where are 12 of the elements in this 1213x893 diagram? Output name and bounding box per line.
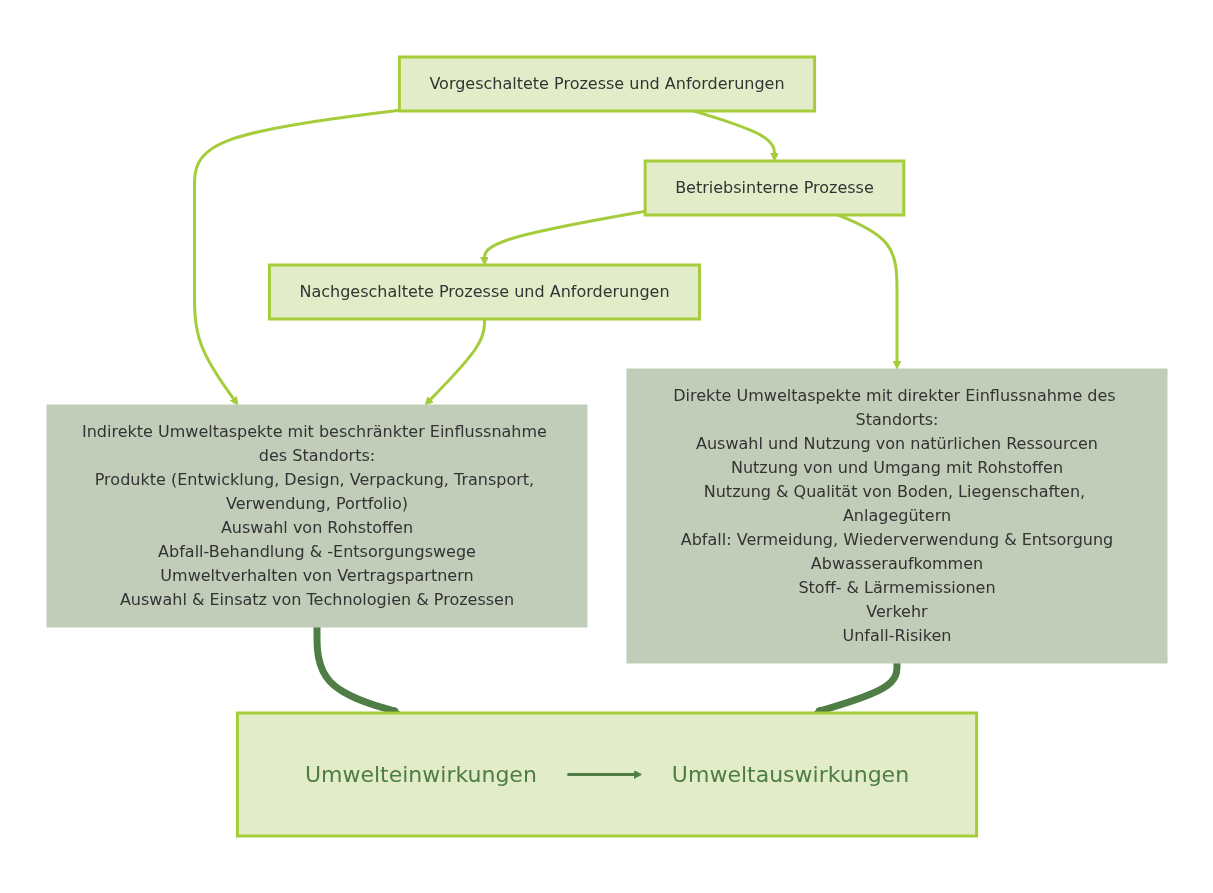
arrow (479, 209, 645, 266)
node-box: Betriebsinterne Prozesse (643, 159, 905, 217)
arrow (192, 108, 400, 406)
arrow (424, 319, 486, 406)
arrow (566, 770, 642, 779)
node-box: Nachgeschaltete Prozesse und Anforderungen (267, 263, 701, 321)
cluster (235, 711, 978, 838)
node-text: Umweltauswirkungen (671, 762, 909, 787)
node-text: Umwelteinwirkungen (304, 762, 537, 787)
node-box: Vorgeschaltete Prozesse und Anforderungen (397, 55, 816, 113)
node-box: Indirekte Umweltaspekte mit beschränkter Einflussnahme des Standorts: Produkte (Entwicklung, Design, Verpackung, Transport, Verwendung, Portfolio) Auswahl von Rohstoffen Abfall-Behandlung & -Entsorgungswege Umweltverhalten von Vertragspartnern Auswahl & Einsatz von Technologien & Prozessen (46, 404, 587, 628)
node-box: Direkte Umweltaspekte mit direkter Einflussnahme des Standorts: Auswahl und Nutzung von natürlichen Ressourcen Nutzung von und Umgang mit Rohstoffen Nutzung & Qualität von Boden, Liegenschaften, Anlagegütern Abfall: Vermeidung, Wiederverwendung & Entsorgung Abwasseraufkommen Stoff- & Lärmemissionen Verkehr Unfall-Risiken (626, 368, 1167, 664)
